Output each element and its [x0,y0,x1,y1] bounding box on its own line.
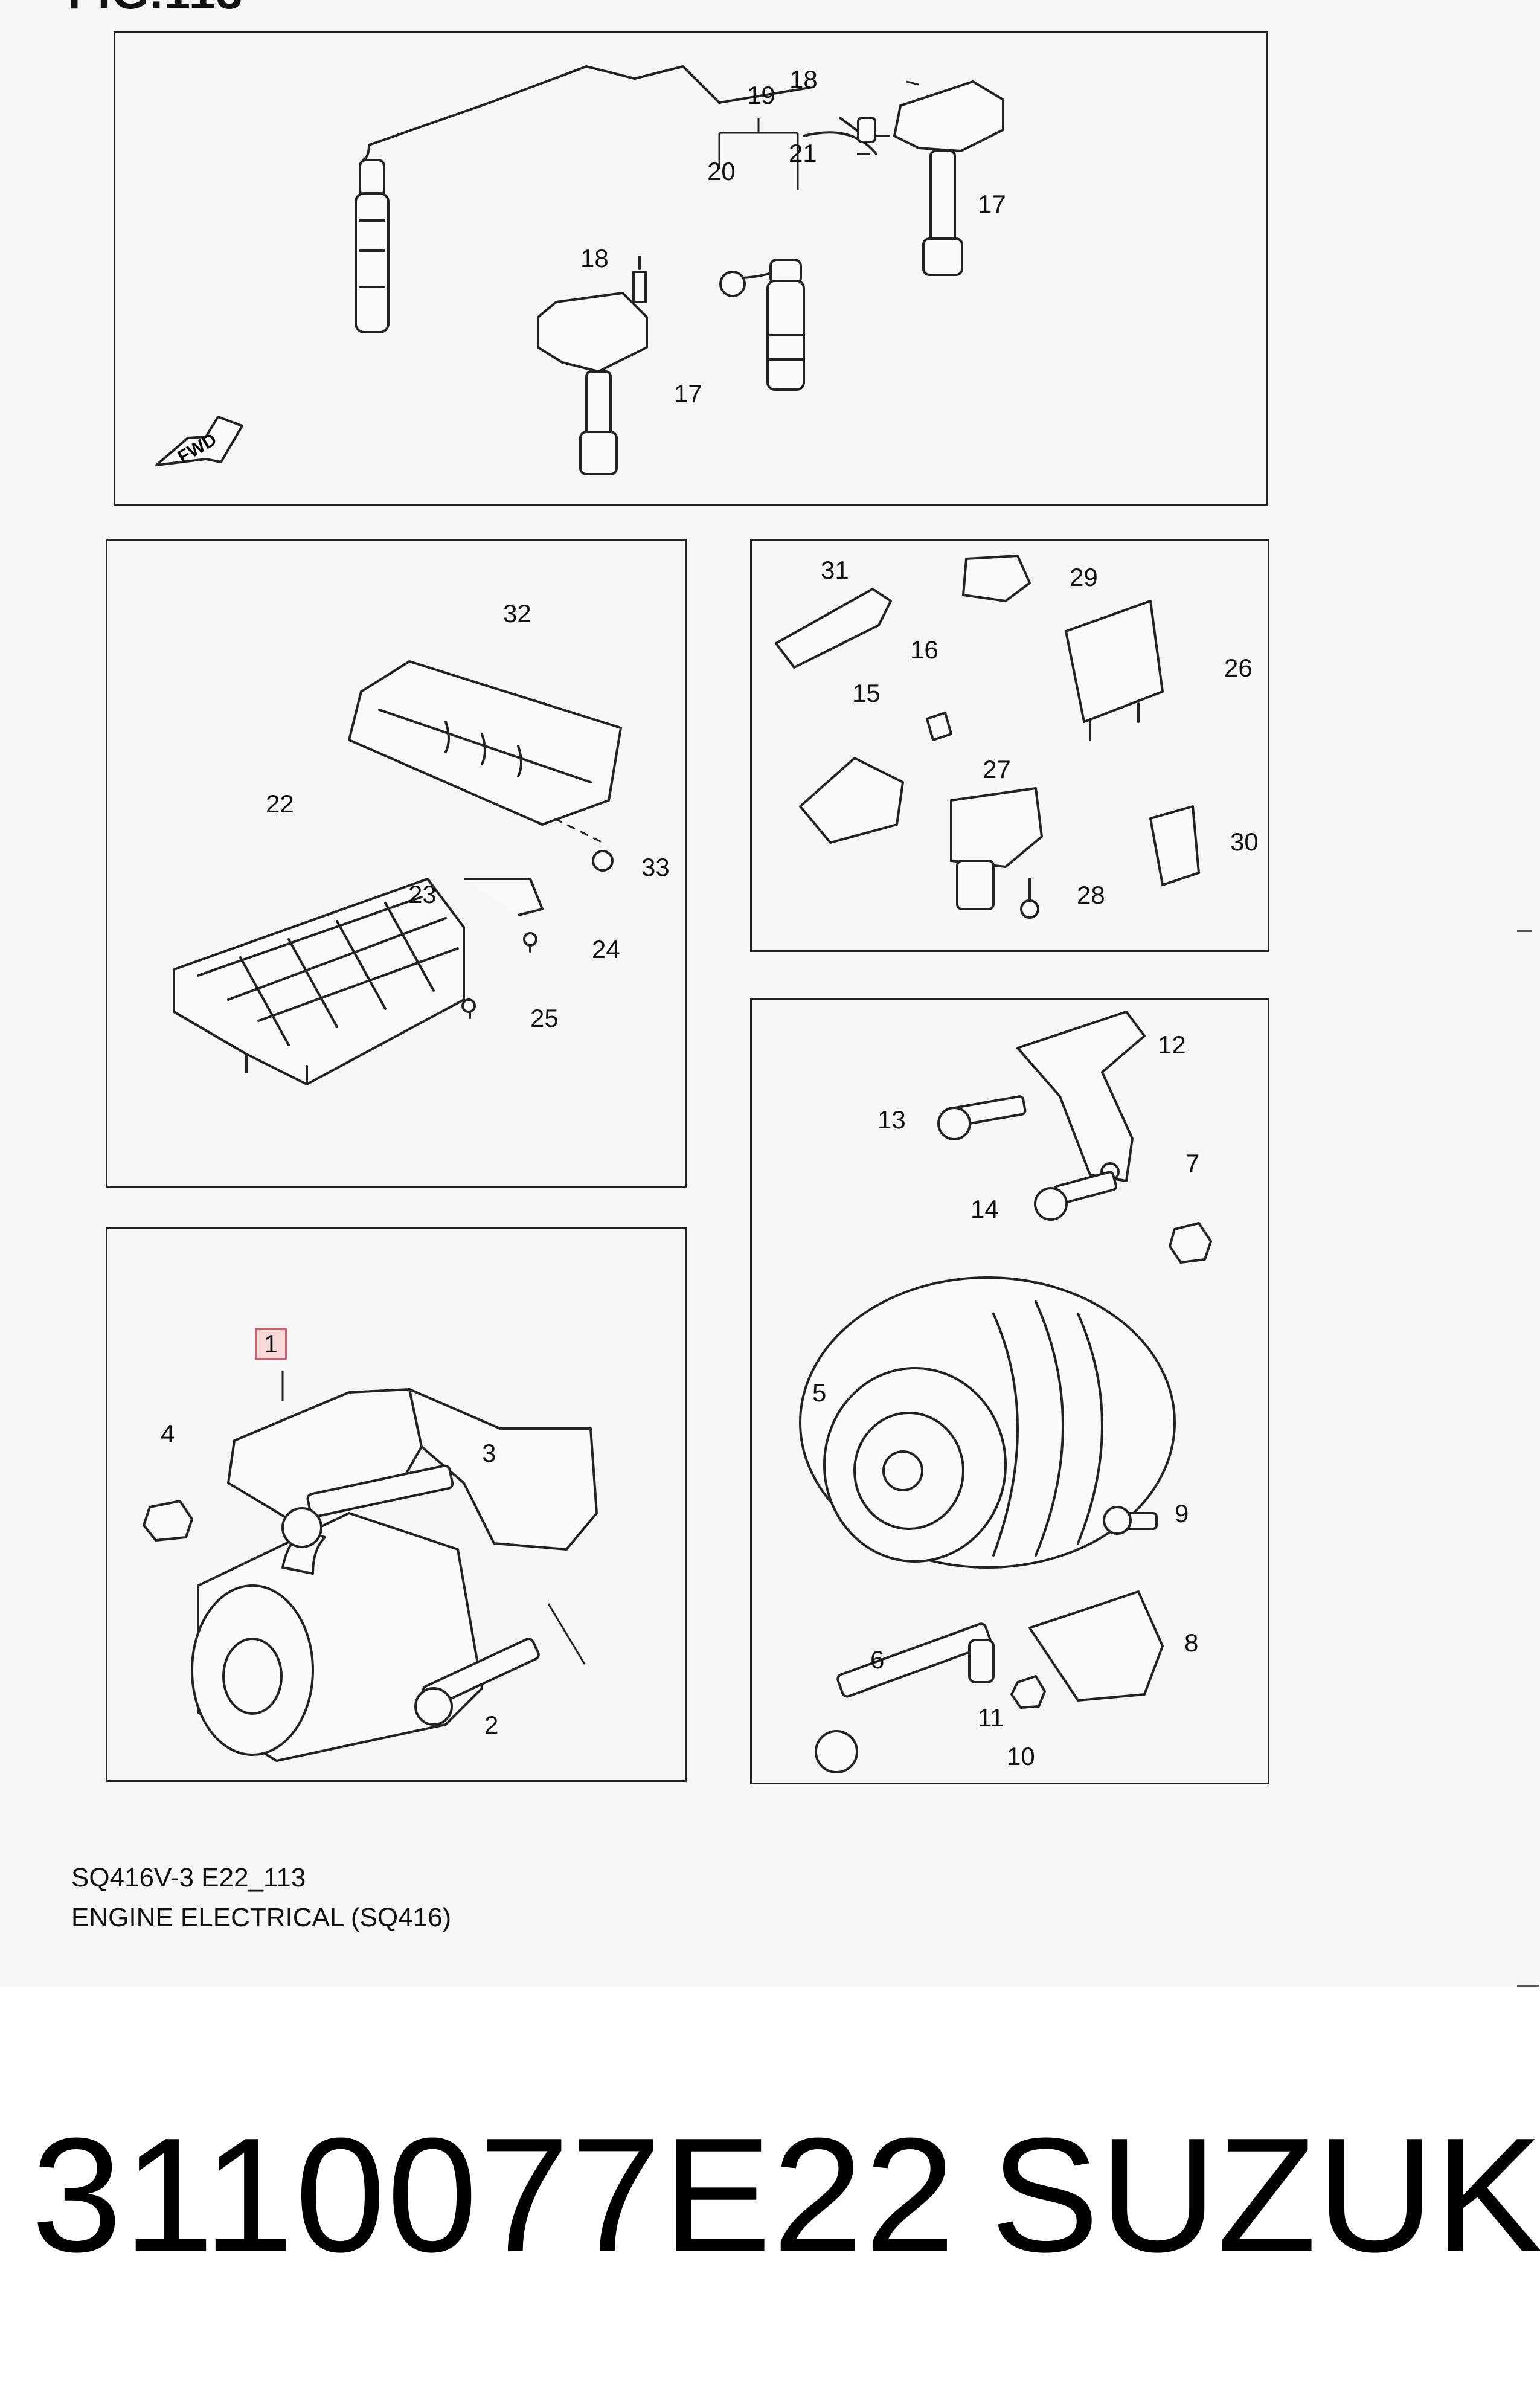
parts-diagram-sheet: FIG.113 FWD [68,0,1539,1987]
ecm-drawing [173,660,622,1085]
callout-13: 13 [877,1105,906,1134]
starter-drawing [143,1371,598,1762]
callout-22: 22 [266,789,294,818]
part-number: 3110077E22 [31,2104,957,2286]
panel-ecm: 32 22 23 33 24 25 [106,539,687,1188]
figure-title: FIG.113 [68,0,244,20]
callout-5: 5 [812,1378,827,1407]
panel-ignition: FWD 19 18 21 20 17 [114,31,1268,506]
callout-21: 21 [789,139,817,167]
callout-12: 12 [1158,1030,1186,1059]
callout-10: 10 [1007,1742,1035,1770]
callout-19: 19 [747,81,775,109]
edge-mark-right [1517,930,1532,932]
alternator-drawing [799,1011,1212,1773]
callout-24: 24 [592,935,620,963]
fwd-arrow-icon [155,416,243,466]
callout-29: 29 [1070,563,1098,591]
callout-9: 9 [1175,1499,1189,1528]
callout-17-left: 17 [674,379,702,408]
callout-23: 23 [408,880,437,908]
callout-3: 3 [482,1439,496,1467]
panel-alternator: 12 13 7 14 5 9 8 6 11 10 [750,998,1269,1784]
callout-14: 14 [971,1195,999,1223]
ignition-drawing: FWD [155,65,1004,475]
caption-group: ENGINE ELECTRICAL (SQ416) [71,1903,452,1932]
callout-17-right: 17 [978,190,1006,218]
callout-30: 30 [1230,828,1259,856]
callout-18-lower: 18 [580,244,609,272]
callout-18-upper: 18 [789,65,818,94]
sensors-drawing [775,555,1200,919]
callout-28: 28 [1077,881,1105,909]
callout-15: 15 [852,679,881,707]
callout-32: 32 [503,599,531,628]
callout-26: 26 [1224,654,1253,682]
callout-31: 31 [821,556,849,584]
callout-20: 20 [707,157,736,185]
callout-25: 25 [530,1004,559,1032]
panel-starter: 1 4 3 2 [106,1227,687,1782]
callout-1-highlighted[interactable]: 1 [255,1328,287,1360]
caption-code: SQ416V-3 E22_113 [71,1863,306,1892]
callout-8: 8 [1184,1628,1199,1657]
callout-16: 16 [910,635,938,664]
callout-6: 6 [870,1645,885,1674]
callout-33: 33 [641,853,670,881]
callout-4: 4 [161,1419,175,1448]
callout-7: 7 [1185,1149,1200,1177]
edge-mark-bottom [1517,1985,1539,1987]
callout-11: 11 [978,1703,1004,1732]
panel-sensors: 31 29 16 26 15 27 30 28 [750,539,1269,952]
callout-27: 27 [983,755,1011,783]
brand-name: SUZUKI [990,2104,1540,2286]
callout-2: 2 [484,1711,499,1739]
